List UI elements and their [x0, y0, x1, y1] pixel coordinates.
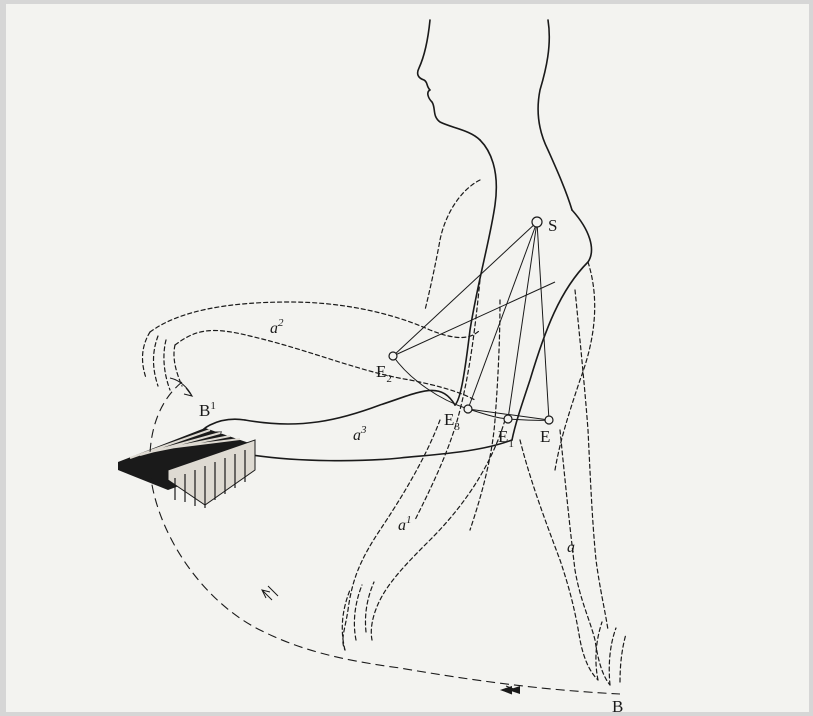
node-e2	[389, 352, 397, 360]
node-e3	[464, 405, 472, 413]
label-e: E	[540, 427, 550, 446]
node-s	[532, 217, 542, 227]
node-e1	[504, 415, 512, 423]
node-e	[545, 416, 553, 424]
label-a: a	[567, 539, 575, 556]
paper-background	[6, 4, 809, 712]
label-s: S	[548, 216, 557, 235]
label-b: B	[612, 697, 623, 716]
